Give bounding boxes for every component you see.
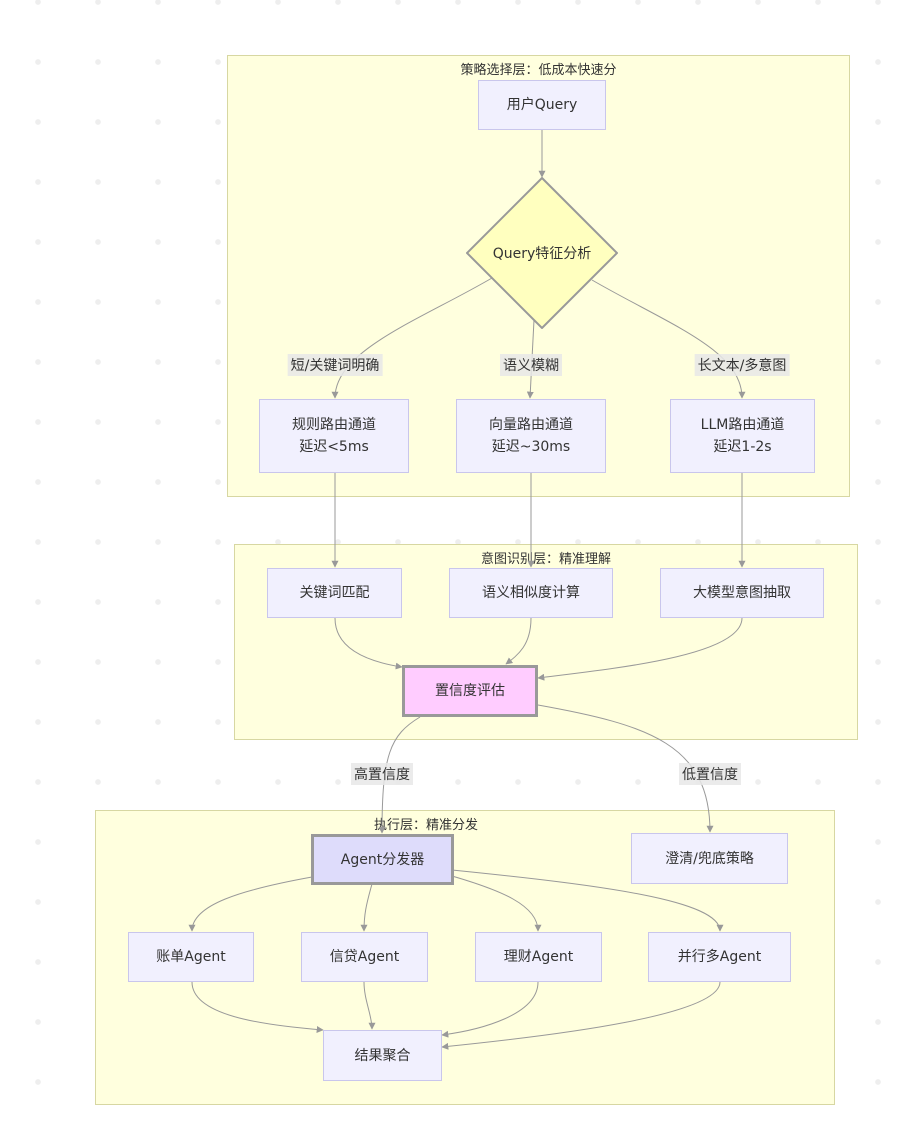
node-confidence[interactable]: 置信度评估 bbox=[402, 665, 538, 717]
node-bill-agent[interactable]: 账单Agent bbox=[128, 932, 254, 982]
node-rule-route[interactable]: 规则路由通道 延迟<5ms bbox=[259, 399, 409, 473]
node-wealth-agent-label: 理财Agent bbox=[503, 949, 574, 965]
node-keyword-match[interactable]: 关键词匹配 bbox=[267, 568, 402, 618]
strategy-layer-title: 策略选择层：低成本快速分 bbox=[460, 63, 617, 78]
edge-dispatcher-to-bill bbox=[188, 876, 313, 932]
node-fallback[interactable]: 澄清/兜底策略 bbox=[631, 833, 788, 884]
edge-confidence-to-dispatcher bbox=[378, 716, 421, 834]
node-keyword-match-label: 关键词匹配 bbox=[299, 585, 370, 601]
node-vector-route[interactable]: 向量路由通道 延迟~30ms bbox=[456, 399, 606, 473]
node-confidence-label: 置信度评估 bbox=[435, 683, 505, 699]
edge-bill-to-aggregate bbox=[191, 981, 324, 1033]
node-dispatcher[interactable]: Agent分发器 bbox=[311, 834, 454, 885]
edge-wealth-to-aggregate bbox=[441, 981, 539, 1038]
edge-semantic-to-confidence bbox=[505, 617, 532, 665]
edge-label-high-confidence: 高置信度 bbox=[351, 763, 413, 785]
node-semantic-similarity-label: 语义相似度计算 bbox=[482, 585, 580, 601]
decision-diamond-shape bbox=[466, 177, 618, 329]
node-rule-route-latency: 延迟<5ms bbox=[299, 439, 369, 455]
edge-label-low-confidence: 低置信度 bbox=[679, 763, 741, 785]
edge-dispatcher-to-parallel bbox=[451, 869, 724, 932]
edge-analysis-to-rule bbox=[331, 277, 493, 399]
edge-dispatcher-to-wealth bbox=[451, 875, 542, 932]
node-llm-route[interactable]: LLM路由通道 延迟1-2s bbox=[670, 399, 815, 473]
node-credit-agent[interactable]: 信贷Agent bbox=[301, 932, 428, 982]
node-bill-agent-label: 账单Agent bbox=[156, 949, 226, 965]
edge-dispatcher-to-credit bbox=[360, 883, 373, 932]
execution-layer-title: 执行层：精准分发 bbox=[374, 818, 479, 833]
node-aggregate-label: 结果聚合 bbox=[354, 1047, 411, 1064]
node-user-query[interactable]: 用户Query bbox=[478, 80, 606, 130]
edge-label-long-multi: 长文本/多意图 bbox=[694, 354, 790, 376]
edge-confidence-to-fallback bbox=[537, 704, 714, 833]
node-credit-agent-label: 信贷Agent bbox=[329, 949, 400, 965]
edge-parallel-to-aggregate bbox=[441, 981, 721, 1050]
node-query-analysis-label: Query特征分析 bbox=[492, 246, 592, 262]
edge-label-short-keyword: 短/关键词明确 bbox=[287, 354, 383, 376]
node-vector-route-latency: 延迟~30ms bbox=[491, 439, 571, 455]
node-dispatcher-label: Agent分发器 bbox=[340, 851, 425, 868]
edge-label-vague: 语义模糊 bbox=[500, 354, 562, 376]
intent-layer-title: 意图识别层：精准理解 bbox=[480, 552, 611, 567]
edge-analysis-to-llm bbox=[591, 279, 746, 399]
node-parallel-agent[interactable]: 并行多Agent bbox=[648, 932, 791, 982]
node-semantic-similarity[interactable]: 语义相似度计算 bbox=[449, 568, 613, 618]
node-rule-route-title: 规则路由通道 bbox=[292, 417, 376, 433]
node-query-analysis[interactable]: Query特征分析 bbox=[466, 177, 618, 329]
node-parallel-agent-label: 并行多Agent bbox=[677, 949, 762, 965]
node-llm-extract[interactable]: 大模型意图抽取 bbox=[660, 568, 824, 618]
node-vector-route-title: 向量路由通道 bbox=[489, 417, 573, 433]
edge-keyword-to-confidence bbox=[334, 617, 403, 670]
edge-extract-to-confidence bbox=[537, 617, 743, 681]
node-aggregate[interactable]: 结果聚合 bbox=[323, 1030, 442, 1081]
node-user-query-label: 用户Query bbox=[506, 97, 578, 113]
edge-credit-to-aggregate bbox=[363, 981, 376, 1030]
node-llm-extract-label: 大模型意图抽取 bbox=[693, 585, 791, 601]
node-llm-route-title: LLM路由通道 bbox=[700, 417, 785, 433]
node-wealth-agent[interactable]: 理财Agent bbox=[475, 932, 602, 982]
node-llm-route-latency: 延迟1-2s bbox=[713, 439, 772, 455]
node-fallback-label: 澄清/兜底策略 bbox=[665, 850, 754, 867]
